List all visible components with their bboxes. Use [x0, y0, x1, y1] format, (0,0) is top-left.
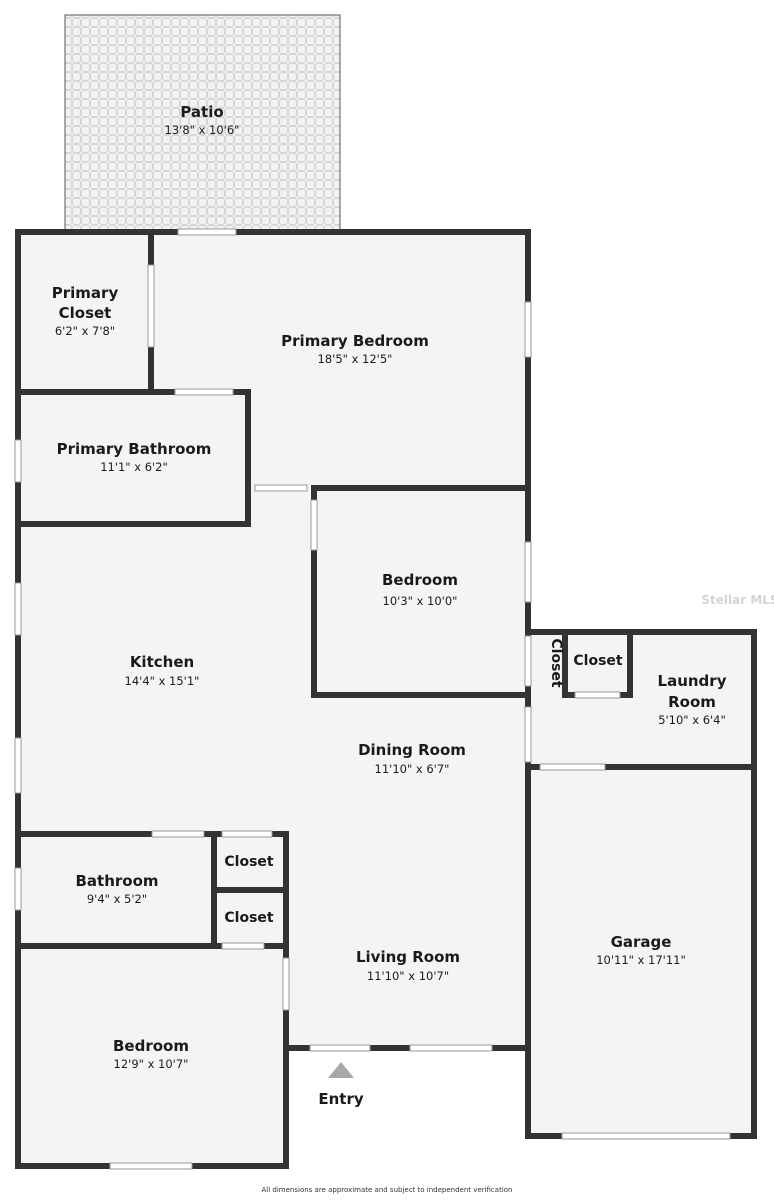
bathroom-dim: 9'4" x 5'2" — [87, 892, 147, 906]
floor-fills — [18, 232, 754, 1166]
bedroom-2-name: Bedroom — [382, 571, 458, 589]
primary-closet-dim: 6'2" x 7'8" — [55, 324, 115, 338]
bedroom-3-dim: 12'9" x 10'7" — [114, 1057, 189, 1071]
kitchen-name: Kitchen — [130, 653, 194, 671]
patio-area — [64, 14, 341, 231]
primary-closet-name-1: Primary — [52, 284, 119, 302]
bedroom-2-dim: 10'3" x 10'0" — [383, 594, 458, 608]
closet-hall-name: Closet — [573, 653, 623, 669]
primary-closet-name-2: Closet — [59, 304, 112, 322]
dining-room-name: Dining Room — [358, 741, 466, 759]
closet-1-name: Closet — [224, 854, 274, 870]
laundry-name-1: Laundry — [658, 672, 727, 690]
closet-2-name: Closet — [224, 910, 274, 926]
living-room-dim: 11'10" x 10'7" — [367, 969, 449, 983]
windows-and-openings — [14, 228, 731, 1170]
garage-dim: 10'11" x 17'11" — [596, 953, 686, 967]
primary-bedroom-name: Primary Bedroom — [281, 332, 429, 350]
footnote: All dimensions are approximate and subje… — [261, 1186, 513, 1194]
patio-name: Patio — [180, 103, 223, 121]
closet-vertical-name: Closet — [548, 638, 564, 688]
primary-bathroom-name: Primary Bathroom — [57, 440, 212, 458]
dining-room-dim: 11'10" x 6'7" — [375, 762, 450, 776]
garage-name: Garage — [611, 933, 672, 951]
patio-dim: 13'8" x 10'6" — [165, 123, 240, 137]
bathroom-name: Bathroom — [75, 872, 158, 890]
bedroom-3-name: Bedroom — [113, 1037, 189, 1055]
laundry-name-2: Room — [668, 693, 716, 711]
primary-bathroom-dim: 11'1" x 6'2" — [100, 460, 168, 474]
watermark: Stellar MLS — [701, 593, 774, 607]
primary-bedroom-dim: 18'5" x 12'5" — [318, 352, 393, 366]
living-room-name: Living Room — [356, 948, 460, 966]
entry-label: Entry — [318, 1090, 363, 1108]
kitchen-dim: 14'4" x 15'1" — [125, 674, 200, 688]
laundry-dim: 5'10" x 6'4" — [658, 713, 726, 727]
entry-arrow-icon — [328, 1062, 354, 1078]
